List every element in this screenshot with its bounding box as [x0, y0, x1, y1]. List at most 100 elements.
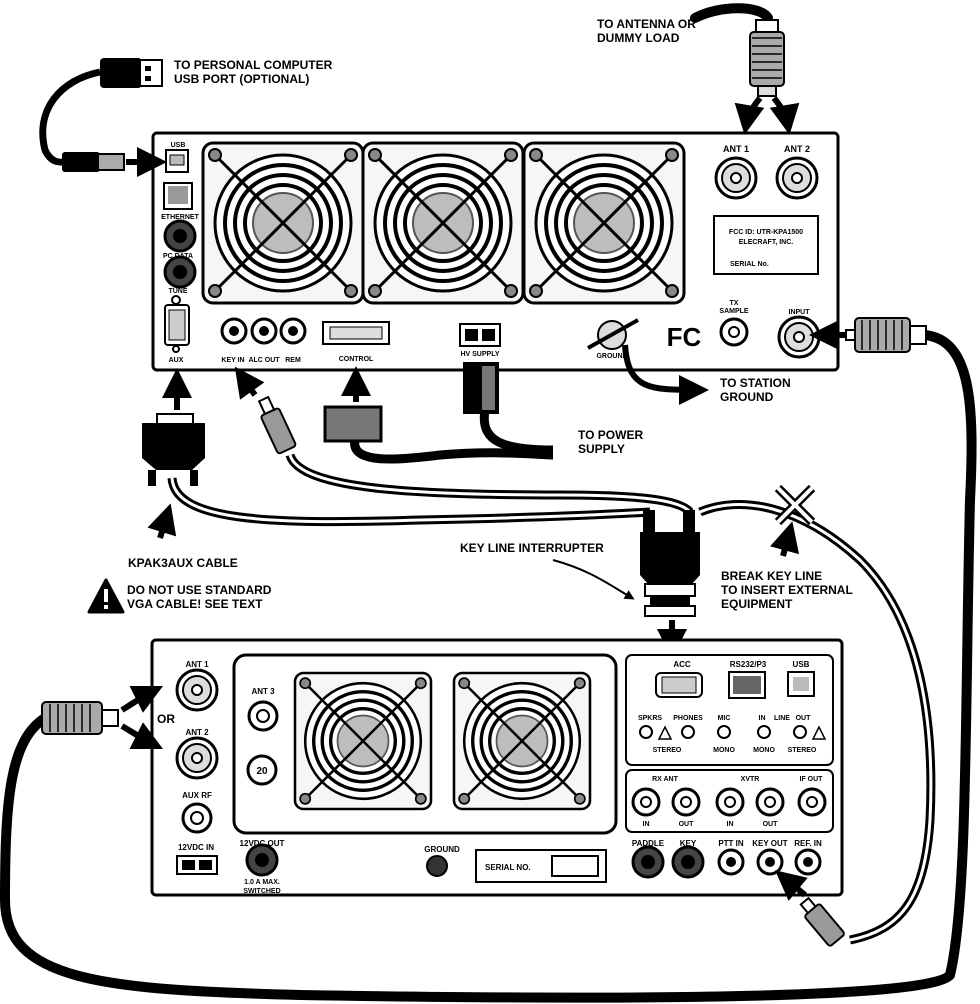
svg-text:ELECRAFT, INC.: ELECRAFT, INC.: [739, 239, 794, 246]
amp-ground-label: GROUND: [596, 353, 627, 360]
xcvr-dc-out-label: 12VDC OUT: [240, 839, 285, 848]
xcvr-key-jack: [671, 845, 705, 879]
amp-key-in-label: KEY IN: [221, 357, 244, 364]
xcvr-phones-label: PHONES: [673, 715, 703, 722]
xcvr-spkrs-label: SPKRS: [638, 715, 662, 722]
arrow-to-ant2: [769, 96, 800, 135]
callout-vga-warning: DO NOT USE STANDARD VGA CABLE! SEE TEXT: [127, 583, 272, 611]
xcvr-ptt-in-jack: [717, 848, 745, 876]
key-in-rca-plug: [257, 395, 297, 455]
xcvr-ant2-label: ANT 2: [185, 728, 209, 737]
amp-ant2-label: ANT 2: [784, 144, 810, 154]
xcvr-mic-jack: [717, 725, 731, 739]
amp-input-label: INPUT: [789, 309, 811, 316]
amp-tune-label: TUNE: [168, 288, 187, 295]
hv-supply-plug: [463, 362, 499, 414]
svg-text:OUT: OUT: [679, 821, 695, 828]
svg-text:SWITCHED: SWITCHED: [243, 888, 280, 895]
xcvr-dc-out-jack: [245, 843, 279, 877]
xcvr-fan-1: [293, 671, 433, 811]
svg-text:STEREO: STEREO: [653, 747, 682, 754]
callout-personal-computer: TO PERSONAL COMPUTER USB PORT (OPTIONAL): [174, 58, 333, 86]
xcvr-paddle-jack: [631, 845, 665, 879]
amp-fan-1: [201, 141, 365, 305]
usb-a-plug: [100, 58, 163, 88]
callout-antenna: TO ANTENNA OR DUMMY LOAD: [597, 17, 696, 45]
xcvr-key-out-label: KEY OUT: [752, 839, 788, 848]
svg-text:IN: IN: [643, 821, 650, 828]
svg-text:MONO: MONO: [753, 747, 775, 754]
xcvr-aux-rf-label: AUX RF: [182, 791, 212, 800]
break-key-line-mark: [774, 484, 816, 526]
svg-text:OUT: OUT: [763, 821, 779, 828]
xcvr-ground-label: GROUND: [424, 845, 460, 854]
amp-ethernet-label: ETHERNET: [161, 214, 199, 221]
key-out-rca-plug: [799, 896, 845, 947]
amp-ant2-connector: [775, 156, 819, 200]
usb-b-plug: [62, 152, 125, 172]
xcvr-rx-ant-label: RX ANT: [652, 776, 679, 783]
transceiver-rear-panel: ANT 1 ANT 2 AUX RF 12VDC IN ANT 3 20 12V…: [150, 638, 844, 897]
xcvr-ref-in-label: REF. IN: [794, 839, 822, 848]
arrow-to-amp-key-in: [234, 366, 265, 400]
amp-key-in-jack: [220, 317, 248, 345]
amp-aux-label: AUX: [169, 357, 184, 364]
xcvr-ptt-in-label: PTT IN: [718, 839, 744, 848]
amp-pc-data-jack: [163, 219, 197, 253]
fcc-id-plate: [713, 215, 819, 275]
svg-text:20: 20: [256, 766, 268, 777]
amp-control-label: CONTROL: [339, 356, 374, 363]
arrow-break-key-line: [770, 521, 800, 557]
xcvr-rs232-label: RS232/P3: [730, 660, 767, 669]
fcc-logo: FC: [667, 322, 702, 352]
xcvr-antenna-pl259-plug: [41, 701, 119, 735]
svg-text:FCC ID: UTR-KPA1500: FCC ID: UTR-KPA1500: [729, 229, 803, 236]
xcvr-ant2-connector: [175, 736, 219, 780]
rf-input-cable: [0, 330, 977, 1003]
key-line-interrupter: [640, 510, 700, 617]
xcvr-line-out-jack: [793, 725, 807, 739]
svg-text:SERIAL No.: SERIAL No.: [730, 261, 769, 268]
xcvr-key-out-jack: [756, 848, 784, 876]
xcvr-xvtr-label: XVTR: [741, 776, 760, 783]
xcvr-serial-label: SERIAL NO.: [485, 863, 531, 872]
amp-input-connector: [777, 315, 821, 359]
amp-ant1-connector: [714, 156, 758, 200]
or-label: OR: [157, 712, 175, 726]
callout-break-key-line: BREAK KEY LINE TO INSERT EXTERNAL EQUIPM…: [721, 569, 853, 611]
amp-hv-supply-label: HV SUPPLY: [460, 351, 499, 358]
xcvr-paddle-label: PADDLE: [632, 839, 665, 848]
xcvr-ant3-label: ANT 3: [251, 687, 275, 696]
control-plug: [323, 405, 383, 443]
antenna-cable: [690, 3, 773, 23]
amp-tx-sample-label: TX: [730, 300, 739, 307]
arrow-to-station-ground: [622, 344, 709, 405]
xcvr-ant1-label: ANT 1: [185, 660, 209, 669]
hv-cable: [479, 409, 554, 455]
arrow-to-xcvr-ant2: [120, 722, 164, 750]
amp-fan-2: [361, 141, 525, 305]
xcvr-key-label: KEY: [680, 839, 697, 848]
xcvr-ant3-plug: [246, 754, 278, 786]
xcvr-line-out-label: OUT: [796, 715, 812, 722]
usb-cable: [39, 68, 101, 166]
amp-fan-3: [522, 141, 686, 305]
input-pl259-plug: [845, 317, 927, 353]
xcvr-spkrs-jack: [639, 725, 653, 739]
callout-power-supply: TO POWER SUPPLY: [578, 428, 644, 456]
svg-text:SAMPLE: SAMPLE: [719, 308, 749, 315]
svg-text:1.0 A MAX.: 1.0 A MAX.: [244, 879, 280, 886]
xcvr-line-in-label: IN: [759, 715, 766, 722]
amp-usb-label: USB: [171, 142, 186, 149]
callout-kpak3aux-cable: KPAK3AUX CABLE: [128, 556, 238, 570]
amp-alc-out-label: ALC OUT: [248, 357, 280, 364]
arrow-to-xcvr-ant1: [120, 685, 164, 713]
xcvr-line-label: LINE: [774, 715, 790, 722]
control-cable: [350, 439, 554, 464]
xcvr-line-in-jack: [757, 725, 771, 739]
arrow-kpak3aux: [147, 503, 177, 539]
arrow-to-ant1: [734, 96, 765, 135]
xcvr-ref-in-jack: [794, 848, 822, 876]
amp-alc-out-jack: [250, 317, 278, 345]
xcvr-acc-label: ACC: [673, 660, 691, 669]
